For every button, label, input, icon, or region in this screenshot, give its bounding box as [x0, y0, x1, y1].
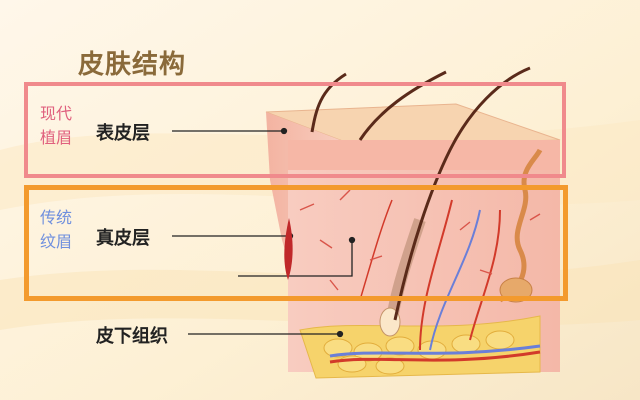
- epidermis-side-label: 现代 植眉: [36, 102, 76, 150]
- epidermis-side-label-line2: 植眉: [39, 128, 72, 147]
- skin-cross-section: [265, 66, 561, 379]
- dermis-label: 真皮层: [96, 228, 150, 249]
- dermis-side-label-line1: 传统: [39, 208, 72, 227]
- dermis-side-label-line2: 纹眉: [39, 232, 72, 251]
- dermis-side-label: 传统 纹眉: [36, 206, 76, 254]
- diagram-title: 皮肤结构: [78, 50, 187, 80]
- epidermis-highlight-box: [24, 82, 566, 178]
- subcutaneous-label: 皮下组织: [96, 326, 168, 347]
- dermis-highlight-box: [24, 185, 568, 301]
- epidermis-side-label-line1: 现代: [39, 104, 72, 123]
- epidermis-label: 表皮层: [96, 123, 150, 144]
- pigment-mark: [284, 218, 293, 280]
